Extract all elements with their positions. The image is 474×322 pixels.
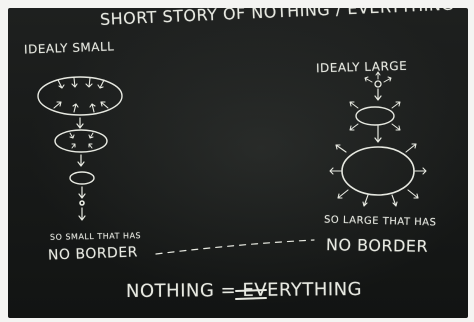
inward-arrow xyxy=(98,80,104,88)
outward-arrow xyxy=(330,168,341,174)
outward-arrow xyxy=(384,77,391,82)
small-no-border-label: NO BORDER xyxy=(48,244,138,263)
down-arrow xyxy=(375,89,381,100)
outward-arrow xyxy=(376,72,380,79)
inward-arrow xyxy=(54,102,61,108)
inward-arrow xyxy=(72,144,75,148)
down-arrow xyxy=(79,208,85,220)
small-sequence xyxy=(38,77,122,220)
conclusion-equation: NOTHING = EVERYTHING xyxy=(126,279,362,302)
outward-arrow xyxy=(365,77,372,82)
outward-arrow xyxy=(350,124,358,130)
down-arrow xyxy=(79,187,85,198)
outward-arrow xyxy=(392,195,397,206)
outward-arrow xyxy=(406,144,416,152)
inward-arrow xyxy=(89,133,93,138)
small-circle-3 xyxy=(70,172,94,184)
outward-arrow xyxy=(392,102,400,108)
large-circle-2 xyxy=(342,147,414,195)
dashed-connector xyxy=(156,240,314,254)
down-arrow xyxy=(77,118,83,128)
down-arrow xyxy=(78,155,84,166)
point xyxy=(80,201,84,205)
small-circle-2 xyxy=(55,130,107,152)
outward-arrow xyxy=(392,124,400,130)
outward-arrow xyxy=(363,195,368,206)
inward-arrow xyxy=(58,80,64,88)
origin-point xyxy=(375,81,381,87)
outward-arrow xyxy=(338,190,348,198)
large-no-border-label: NO BORDER xyxy=(326,235,428,256)
outward-arrow xyxy=(350,102,358,108)
inward-arrow xyxy=(90,104,95,112)
inward-arrow xyxy=(72,78,77,87)
blackboard: SHORT STORY OF NOTHING / EVERYTHING IDEA… xyxy=(8,8,468,318)
large-circle-1 xyxy=(356,107,394,125)
chalk-drawings xyxy=(8,8,468,318)
small-caption: SO SMALL THAT HAS xyxy=(50,231,141,242)
small-circle-1 xyxy=(38,77,122,115)
inward-arrow xyxy=(70,133,74,138)
down-arrow xyxy=(375,126,381,142)
inward-arrow xyxy=(89,144,92,148)
inward-arrow xyxy=(101,102,108,108)
outward-arrow xyxy=(408,190,418,198)
inward-arrow xyxy=(73,104,78,112)
inward-arrow xyxy=(86,78,92,87)
large-sequence xyxy=(330,72,426,206)
outward-arrow xyxy=(336,145,346,152)
outward-arrow xyxy=(415,168,426,174)
